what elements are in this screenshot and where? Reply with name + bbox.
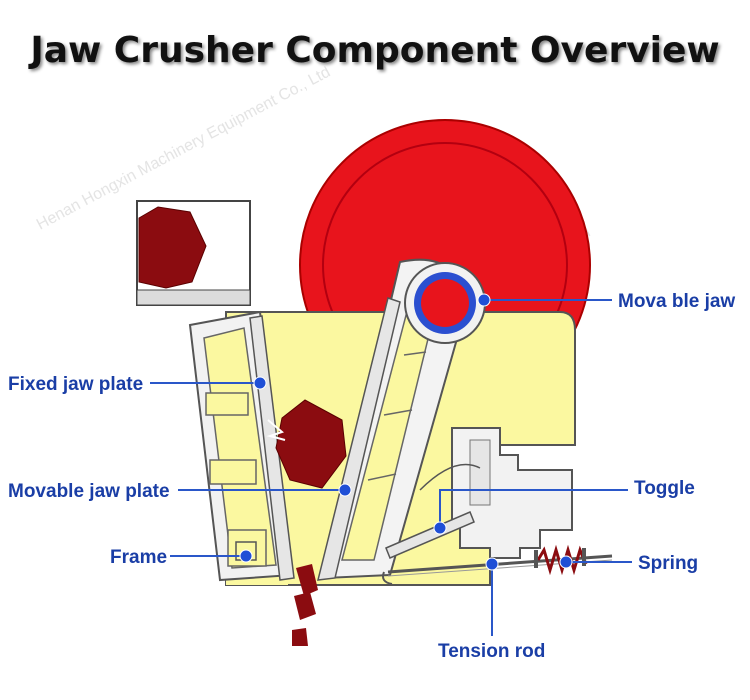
diagram-title: Jaw Crusher Component Overview (30, 30, 720, 71)
dot-frame (239, 549, 253, 563)
eccentric-shaft (404, 262, 486, 344)
label-fixed-jaw-plate: Fixed jaw plate (8, 374, 143, 395)
feed-inset (136, 200, 251, 306)
dot-fixed-jaw-plate (253, 376, 267, 390)
label-tension-rod: Tension rod (438, 641, 545, 662)
label-toggle: Toggle (634, 478, 695, 499)
dot-movable-jaw (477, 293, 491, 307)
toggle-housing (419, 427, 573, 559)
dot-spring (559, 555, 573, 569)
dot-toggle (433, 521, 447, 535)
dot-tension-rod (485, 557, 499, 571)
crushed-rock (266, 399, 347, 646)
leader-dots (239, 293, 573, 571)
dot-movable-jaw-plate (338, 483, 352, 497)
label-frame: Frame (110, 547, 167, 568)
label-movable-jaw-plate: Movable jaw plate (8, 481, 170, 502)
label-movable-jaw: Mova ble jaw (618, 291, 735, 312)
label-spring: Spring (638, 553, 698, 574)
leader-lines (150, 299, 632, 636)
